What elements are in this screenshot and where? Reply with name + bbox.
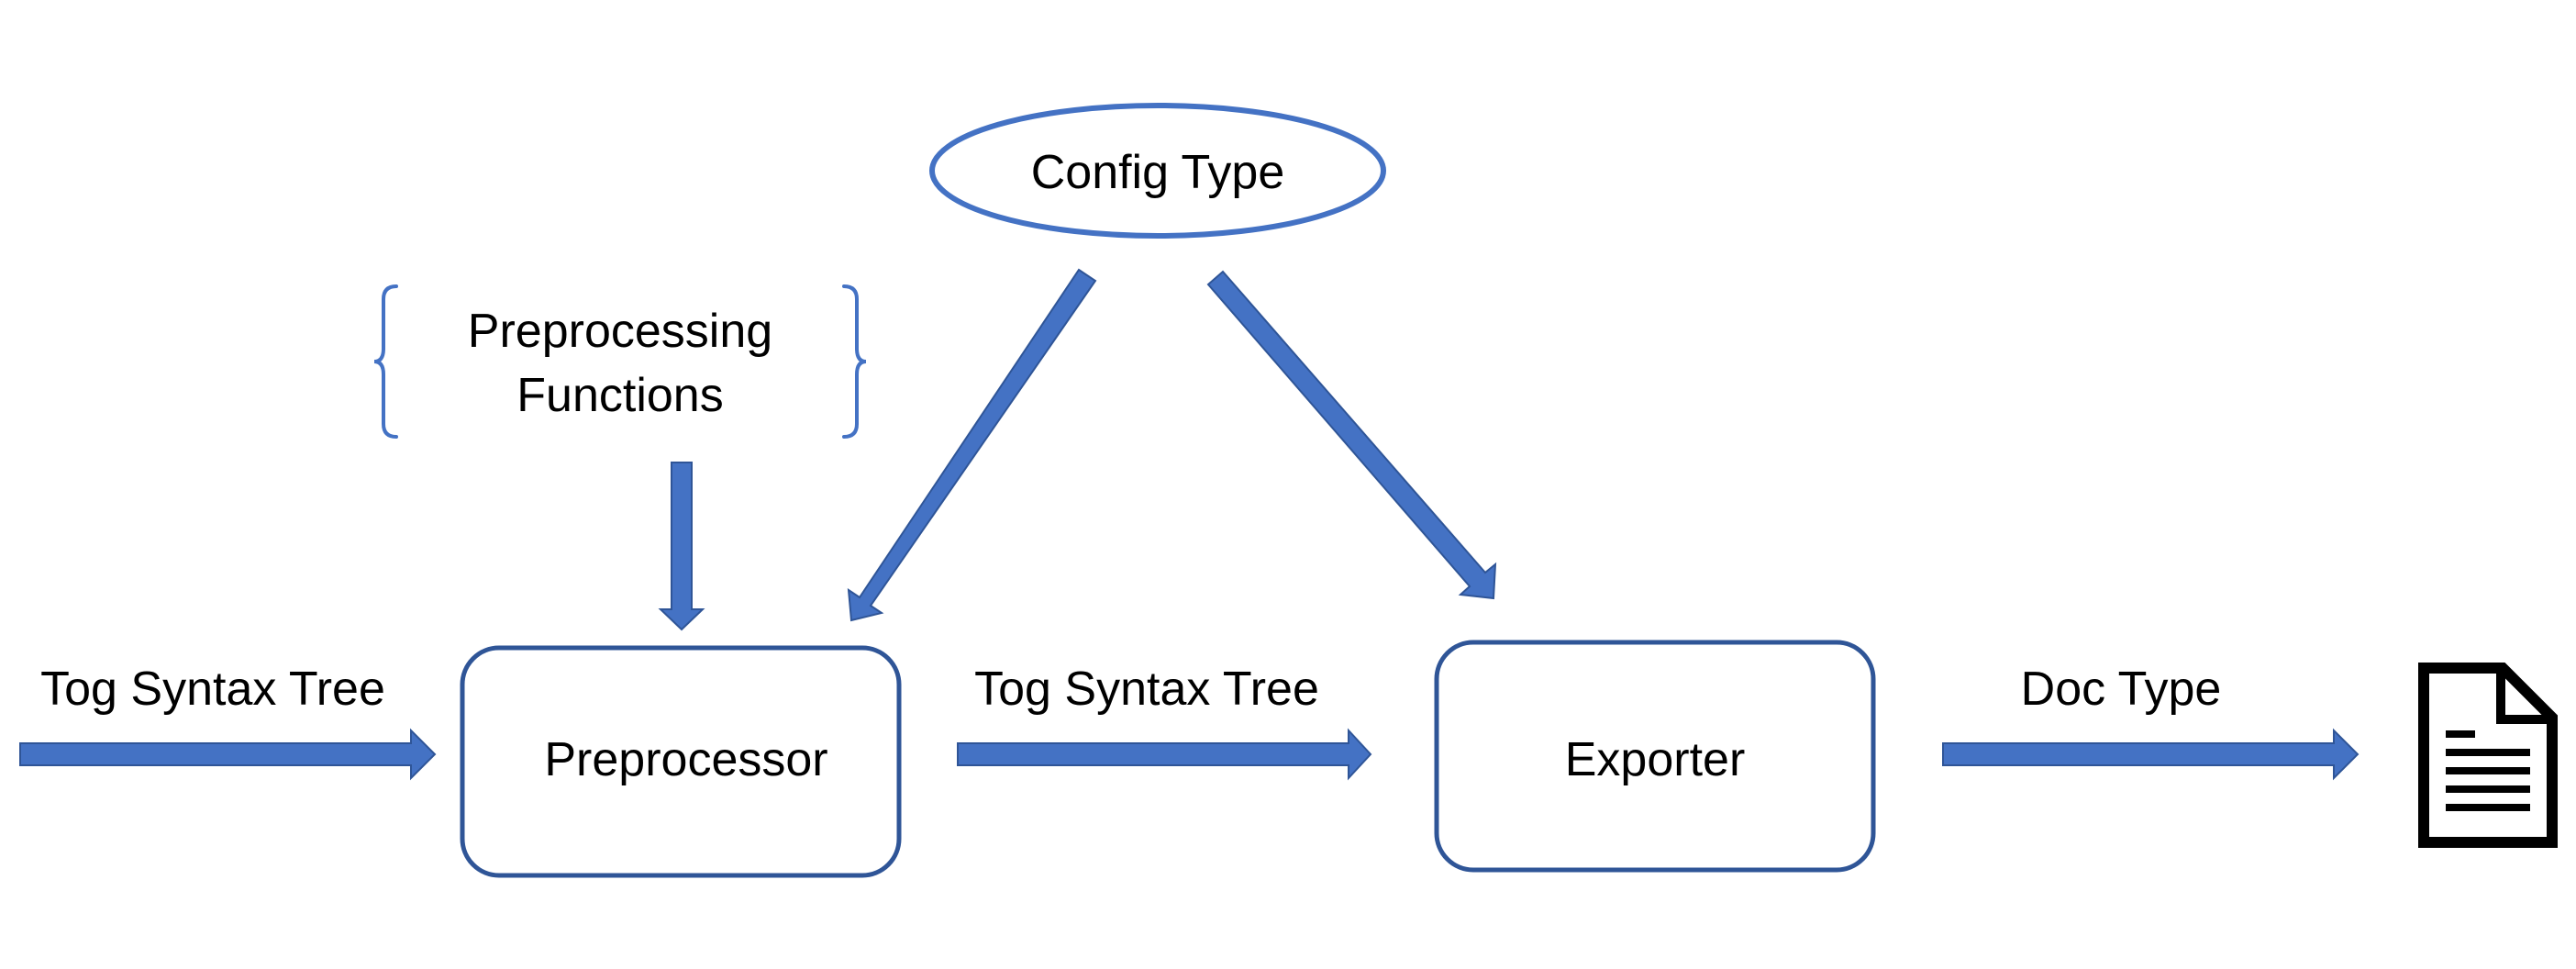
document-icon (2418, 663, 2558, 848)
middle-arrow (957, 728, 1372, 781)
middle-edge-label: Tog Syntax Tree (974, 663, 1319, 716)
input-arrow (19, 728, 437, 781)
output-edge-label: Doc Type (2021, 663, 2222, 716)
config-to-preprocessor-arrow (847, 268, 1097, 622)
preprocessing-functions-label-line2: Functions (516, 369, 723, 422)
exporter-box (1434, 640, 1876, 873)
input-edge-label: Tog Syntax Tree (40, 663, 385, 716)
config-type-ellipse (929, 103, 1386, 239)
left-brace-icon (373, 284, 398, 439)
config-type-node[interactable]: Config Type (929, 103, 1386, 239)
config-to-exporter-arrow (1206, 270, 1497, 600)
exporter-label: Exporter (1565, 733, 1746, 786)
config-type-label: Config Type (1031, 146, 1285, 199)
right-brace-icon (842, 284, 867, 439)
preprocessor-node[interactable]: Preprocessor (460, 645, 902, 878)
preprocessing-functions-label-line1: Preprocessing (468, 305, 772, 358)
preprocessing-functions-node[interactable]: Preprocessing Functions (373, 284, 867, 439)
preprocessor-box (460, 645, 902, 878)
exporter-node[interactable]: Exporter (1434, 640, 1876, 873)
functions-down-arrow (658, 462, 705, 631)
output-arrow (1942, 728, 2359, 781)
preprocessor-label: Preprocessor (544, 733, 827, 786)
